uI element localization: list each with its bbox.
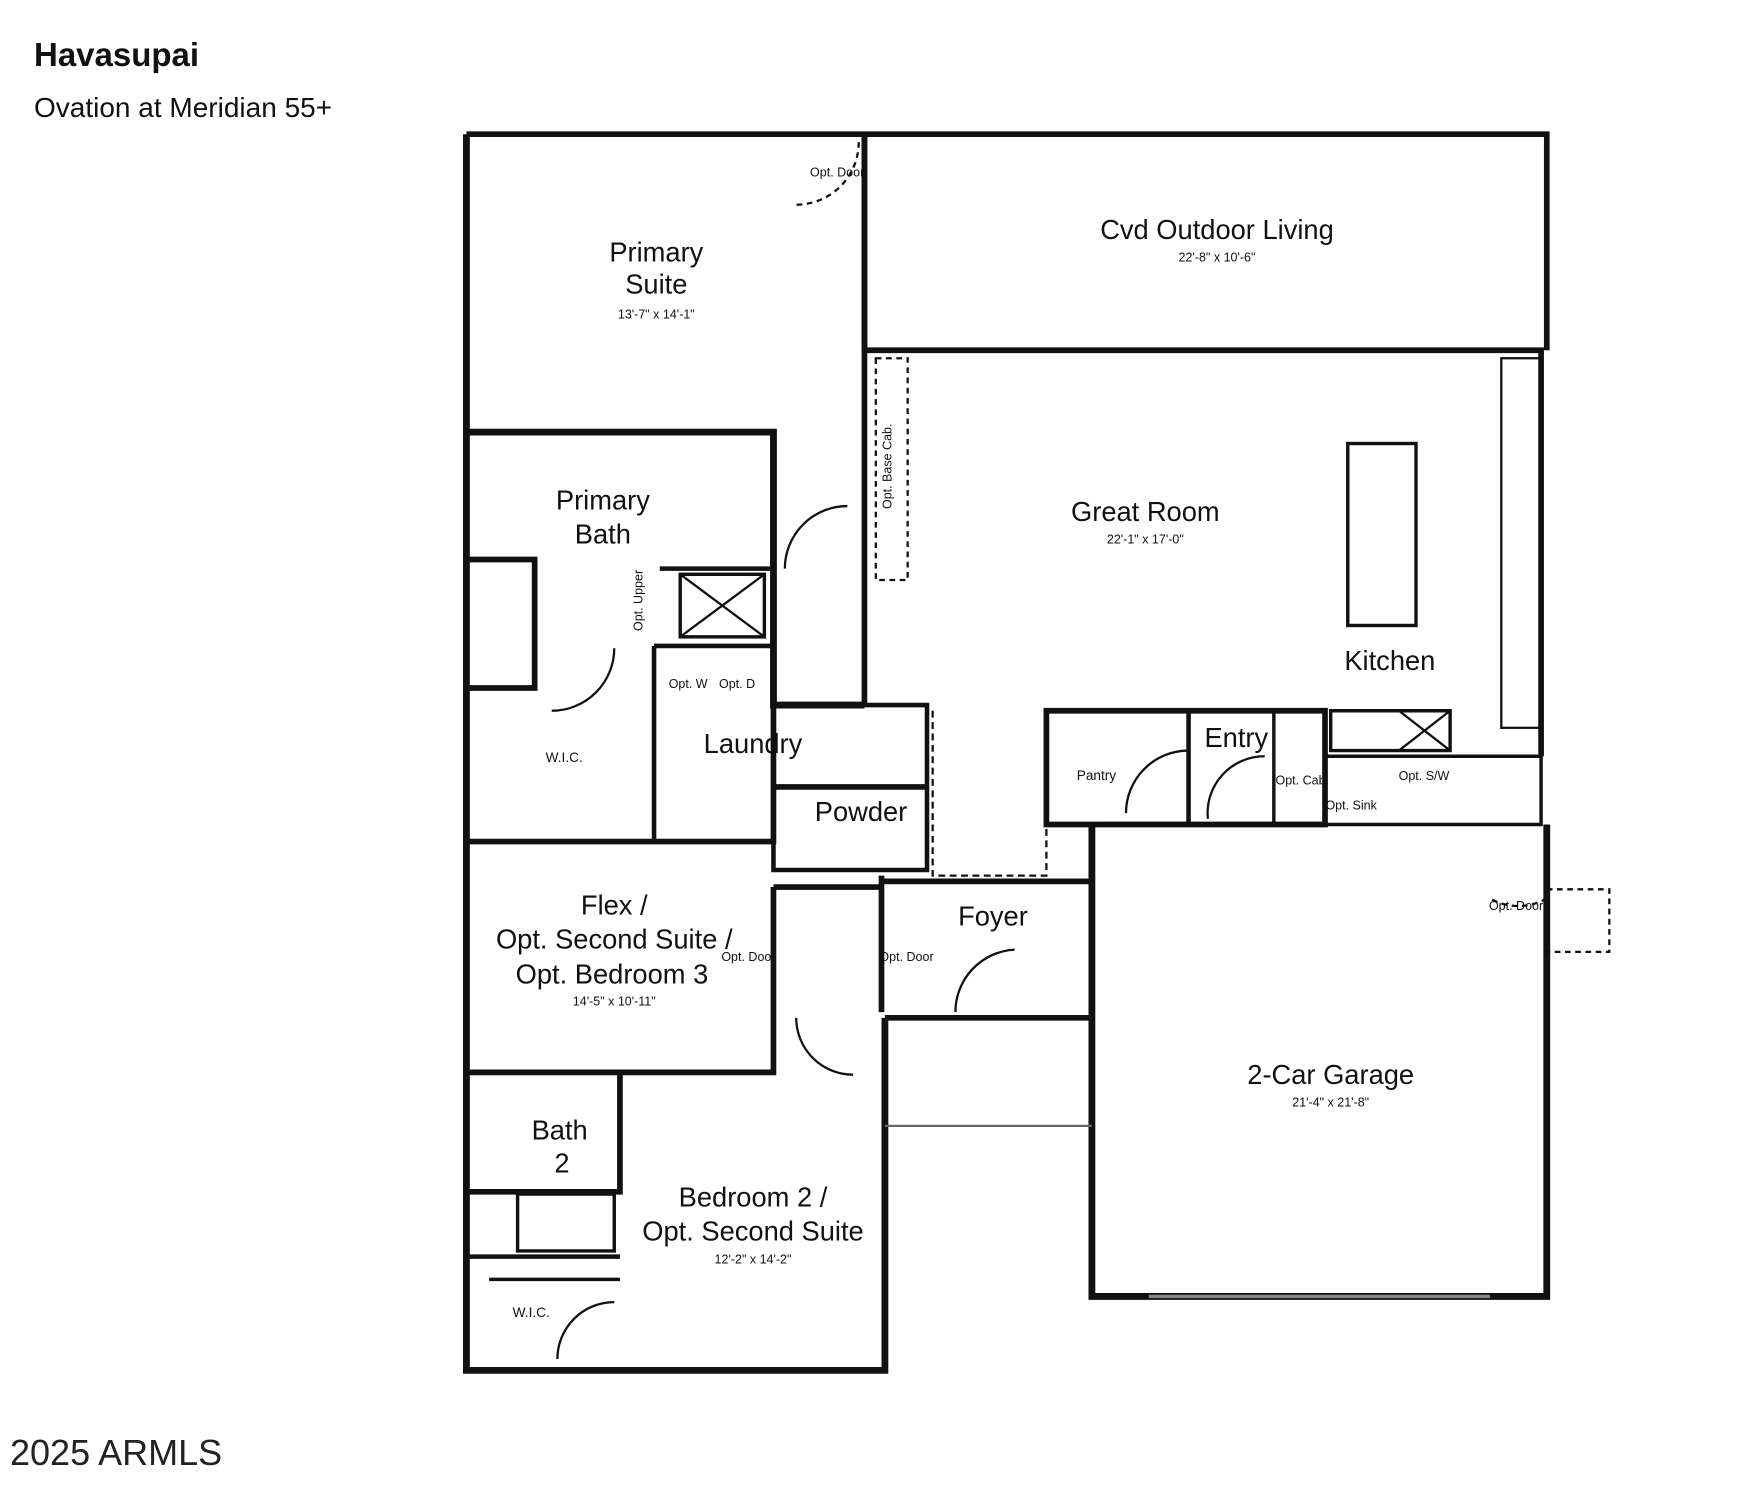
walls	[463, 131, 1611, 1374]
powder-label: Powder	[815, 796, 908, 827]
entry-label: Entry	[1204, 722, 1268, 753]
opt-d-label: Opt. D	[719, 677, 755, 691]
opt-w-label: Opt. W	[669, 677, 708, 691]
outdoor-living-label: Cvd Outdoor Living	[1100, 214, 1334, 245]
pantry-label: Pantry	[1077, 768, 1117, 783]
wic2-label: W.I.C.	[513, 1305, 550, 1320]
bedroom2-label-2: Opt. Second Suite	[642, 1216, 863, 1247]
primary-suite-dims: 13'-7" x 14'-1"	[618, 307, 695, 321]
great-room-dims: 22'-1" x 17'-0"	[1107, 533, 1184, 547]
plan-title: Havasupai	[34, 36, 200, 73]
flex-label-2: Opt. Second Suite /	[496, 923, 733, 954]
great-room-label: Great Room	[1071, 496, 1220, 527]
laundry-label: Laundry	[704, 728, 803, 759]
bath2-label-2: 2	[554, 1147, 569, 1178]
flex-dims: 14'-5" x 10'-11"	[573, 994, 656, 1008]
outdoor-living-dims: 22'-8" x 10'-6"	[1179, 251, 1256, 265]
opt-base-cab-label: Opt. Base Cab.	[881, 424, 895, 509]
bath2-label: Bath	[532, 1114, 588, 1145]
opt-door-garage-label: Opt. Door	[1489, 899, 1543, 913]
opt-sw-label: Opt. S/W	[1399, 769, 1450, 783]
plan-subtitle: Ovation at Meridian 55+	[34, 92, 333, 123]
copyright: 2025 ARMLS	[10, 1432, 223, 1473]
opt-cab-label: Opt. Cab.	[1276, 774, 1329, 788]
primary-bath-label: Primary	[556, 484, 650, 515]
primary-suite-label-2: Suite	[625, 268, 687, 299]
opt-upper-label: Opt. Upper	[632, 570, 646, 631]
bedroom2-dims: 12'-2" x 14'-2"	[715, 1252, 792, 1266]
flex-label-3: Opt. Bedroom 3	[516, 959, 709, 990]
opt-door-label: Opt. Door	[810, 165, 864, 179]
primary-suite-label: Primary	[609, 237, 703, 268]
bedroom2-label: Bedroom 2 /	[679, 1182, 828, 1213]
flex-label: Flex /	[581, 889, 648, 920]
garage-dims: 21'-4" x 21'-8"	[1292, 1096, 1369, 1110]
garage-label: 2-Car Garage	[1247, 1059, 1414, 1090]
opt-sink-label: Opt. Sink	[1325, 799, 1377, 813]
opt-door-flex-label: Opt. Door	[721, 950, 775, 964]
wic-label: W.I.C.	[546, 750, 583, 765]
primary-bath-label-2: Bath	[575, 519, 631, 550]
opt-door-foyer-label: Opt. Door	[879, 950, 933, 964]
kitchen-label: Kitchen	[1344, 645, 1435, 676]
room-labels: Primary Suite 13'-7" x 14'-1" Cvd Outdoo…	[496, 165, 1543, 1320]
foyer-label: Foyer	[958, 901, 1028, 932]
